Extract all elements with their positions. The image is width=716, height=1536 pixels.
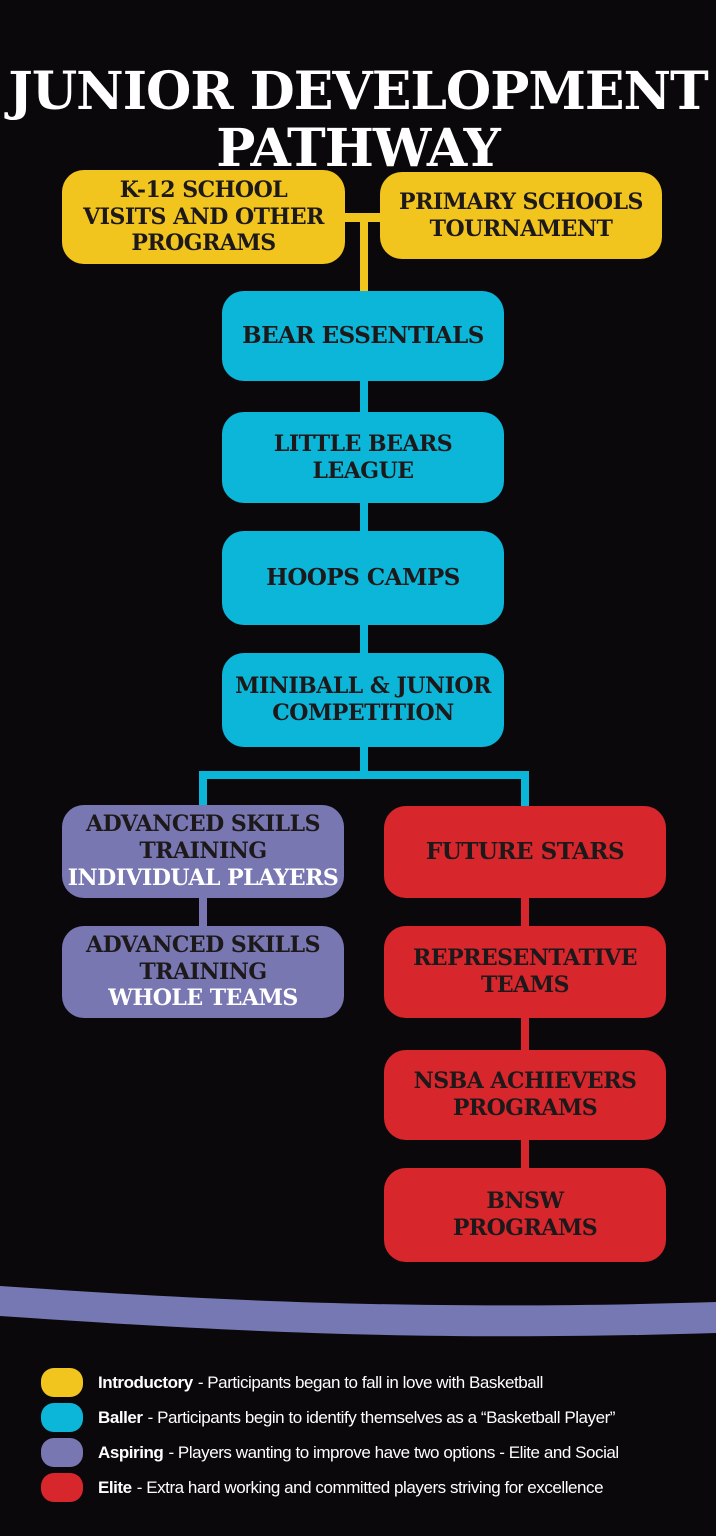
node-advanced-skills-whole-teams: ADVANCED SKILLS TRAINING WHOLE TEAMS	[62, 926, 344, 1018]
legend-swatch-introductory	[41, 1368, 83, 1397]
node-label-line: NSBA ACHIEVERS	[413, 1068, 637, 1095]
node-label-line: K-12 SCHOOL	[119, 176, 288, 203]
node-k12-school-visits: K-12 SCHOOL VISITS AND OTHER PROGRAMS	[62, 170, 345, 264]
node-label-line: TRAINING	[139, 838, 267, 865]
connector-yellow-horizontal	[340, 213, 384, 222]
legend-text-baller: Baller- Participants begin to identify t…	[98, 1408, 615, 1428]
node-bear-essentials: BEAR ESSENTIALS	[222, 291, 504, 381]
legend-term: Baller	[98, 1407, 143, 1427]
legend-term: Introductory	[98, 1372, 193, 1392]
node-miniball-junior-competition: MINIBALL & JUNIOR COMPETITION	[222, 653, 504, 747]
node-label-line: REPRESENTATIVE	[413, 945, 637, 972]
swoosh-band	[0, 1286, 716, 1337]
page-title-line-2: PATHWAY	[216, 118, 501, 180]
node-label-line: TRAINING	[139, 958, 267, 985]
legend-term: Elite	[98, 1477, 132, 1497]
legend-row-aspiring: Aspiring- Players wanting to improve hav…	[41, 1438, 701, 1467]
legend-swatch-baller	[41, 1403, 83, 1432]
node-nsba-achievers-programs: NSBA ACHIEVERS PROGRAMS	[384, 1050, 666, 1140]
node-hoops-camps: HOOPS CAMPS	[222, 531, 504, 625]
node-label-line: HOOPS CAMPS	[266, 563, 460, 591]
node-primary-schools-tournament: PRIMARY SCHOOLS TOURNAMENT	[380, 172, 662, 259]
connector-branch-drop-right	[521, 771, 529, 808]
connector-futurestars-to-repteams	[521, 896, 529, 928]
node-label-line: ADVANCED SKILLS	[86, 811, 320, 838]
legend-swatch-elite	[41, 1473, 83, 1502]
node-label-line: LITTLE BEARS	[273, 430, 453, 457]
node-label-line: PROGRAMS	[452, 1215, 598, 1241]
connector-bear-to-little	[360, 379, 368, 414]
node-label-line: LEAGUE	[312, 457, 414, 484]
legend-swatch-aspiring	[41, 1438, 83, 1467]
node-label-line: VISITS AND OTHER	[83, 203, 324, 230]
node-label-line: BNSW	[486, 1188, 564, 1215]
node-label-line: INDIVIDUAL PLAYERS	[67, 864, 339, 891]
legend-desc: - Participants begin to identify themsel…	[147, 1407, 616, 1427]
connector-branch-horizontal	[199, 771, 529, 779]
node-label-line: PRIMARY SCHOOLS	[399, 188, 643, 215]
node-label-line: ADVANCED SKILLS	[86, 931, 320, 958]
connector-little-to-hoops	[360, 501, 368, 533]
legend-text-introductory: Introductory- Participants began to fall…	[98, 1373, 543, 1393]
legend-desc: - Players wanting to improve have two op…	[168, 1442, 619, 1462]
connector-repteams-to-nsba	[521, 1016, 529, 1052]
page-title-line-1: JUNIOR DEVELOPMENT	[8, 60, 709, 122]
node-label-line: COMPETITION	[272, 700, 454, 726]
legend-term: Aspiring	[98, 1442, 164, 1462]
legend-text-elite: Elite- Extra hard working and committed …	[98, 1477, 604, 1498]
legend-desc: - Participants began to fall in love wit…	[197, 1372, 544, 1392]
node-representative-teams: REPRESENTATIVE TEAMS	[384, 926, 666, 1018]
legend-desc: - Extra hard working and committed playe…	[136, 1477, 604, 1497]
legend-text-aspiring: Aspiring- Players wanting to improve hav…	[98, 1443, 619, 1463]
connector-hoops-to-miniball	[360, 623, 368, 655]
node-label-line: TOURNAMENT	[429, 215, 613, 242]
node-label-line: PROGRAMS	[131, 230, 276, 257]
node-label-line: BEAR ESSENTIALS	[242, 321, 484, 349]
legend-row-introductory: Introductory- Participants began to fall…	[41, 1368, 701, 1397]
legend: Introductory- Participants began to fall…	[41, 1368, 701, 1508]
node-label-line: WHOLE TEAMS	[108, 985, 298, 1012]
connector-ast-individual-to-whole	[199, 896, 207, 928]
node-label-line: MINIBALL & JUNIOR	[235, 673, 491, 700]
connector-miniball-stub	[360, 745, 368, 775]
node-future-stars: FUTURE STARS	[384, 806, 666, 898]
node-bnsw-programs: BNSW PROGRAMS	[384, 1168, 666, 1262]
node-advanced-skills-individual: ADVANCED SKILLS TRAINING INDIVIDUAL PLAY…	[62, 805, 344, 898]
node-label-line: PROGRAMS	[452, 1095, 598, 1121]
connector-nsba-to-bnsw	[521, 1138, 529, 1170]
node-label-line: TEAMS	[481, 972, 569, 998]
node-label-line: FUTURE STARS	[425, 837, 625, 865]
connector-branch-drop-left	[199, 771, 207, 807]
node-little-bears-league: LITTLE BEARS LEAGUE	[222, 412, 504, 503]
connector-yellow-vertical	[360, 218, 368, 294]
legend-row-elite: Elite- Extra hard working and committed …	[41, 1473, 701, 1502]
legend-row-baller: Baller- Participants begin to identify t…	[41, 1403, 701, 1432]
page-title: JUNIOR DEVELOPMENT PATHWAY	[0, 60, 716, 180]
